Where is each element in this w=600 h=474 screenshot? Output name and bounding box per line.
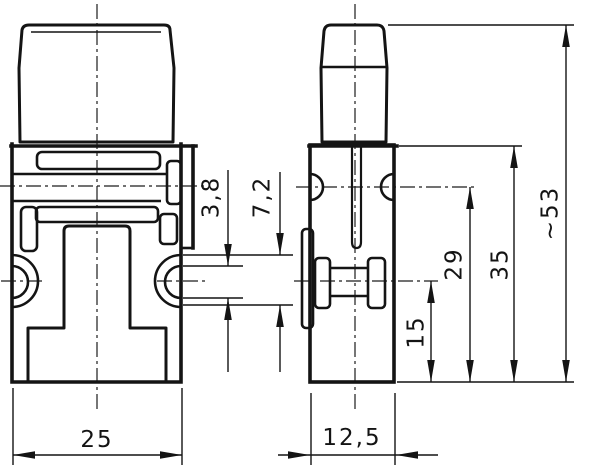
dim-notch-inner: 3,8 bbox=[199, 170, 232, 372]
front-horizontal-ribs bbox=[12, 172, 168, 203]
dim-arrow-up bbox=[276, 305, 284, 327]
side-body-outline bbox=[308, 143, 396, 384]
extension-lines-side-width bbox=[310, 393, 396, 465]
side-terminal-right-flange bbox=[366, 256, 387, 310]
dim-arrow-down bbox=[466, 360, 474, 382]
dim-arrow-up bbox=[562, 25, 570, 47]
dim-side-width: 12,5 bbox=[278, 425, 438, 459]
dim-overall-height: ~53 bbox=[538, 25, 570, 382]
dim-body-height: 35 bbox=[488, 146, 518, 382]
dim-arrow-up bbox=[224, 298, 232, 320]
dimension-annotations: 3,8 7,2 15 29 35 bbox=[12, 24, 574, 465]
side-right-notch bbox=[379, 172, 395, 202]
dim-label-side-width: 12,5 bbox=[322, 425, 381, 451]
side-left-notch bbox=[309, 172, 325, 202]
dim-label-notch-inner: 3,8 bbox=[199, 176, 225, 219]
dim-arrow-up bbox=[466, 187, 474, 209]
side-terminal-left-flange bbox=[313, 256, 332, 310]
dim-arrow-inward-left bbox=[396, 451, 418, 459]
dim-notch-outer: 7,2 bbox=[250, 172, 284, 372]
dim-arrow-up bbox=[427, 281, 435, 303]
front-right-tab-lower bbox=[158, 212, 179, 246]
dim-arrow-inward-right bbox=[288, 451, 310, 459]
side-terminal-shank bbox=[330, 266, 368, 298]
dim-label-notch-outer: 7,2 bbox=[250, 176, 276, 219]
side-center-slot bbox=[350, 146, 363, 250]
dim-arrow-right bbox=[160, 451, 182, 459]
side-knob bbox=[319, 23, 389, 144]
front-knob bbox=[17, 23, 176, 144]
dim-arrow-down bbox=[510, 360, 518, 382]
front-view bbox=[0, 4, 206, 413]
dim-arrow-down bbox=[276, 233, 284, 255]
front-body-outline bbox=[10, 142, 183, 384]
front-pedestal bbox=[26, 224, 168, 381]
dim-front-width: 25 bbox=[13, 427, 182, 459]
dim-terminal-height: 15 bbox=[404, 281, 435, 382]
dim-arrow-down bbox=[224, 244, 232, 266]
side-terminal-plate bbox=[300, 227, 315, 330]
front-left-tab bbox=[19, 205, 39, 253]
dim-arrow-up bbox=[510, 146, 518, 168]
extension-lines-front-width bbox=[12, 388, 183, 465]
dim-hole-height: 29 bbox=[442, 187, 474, 382]
dim-arrow-left bbox=[13, 451, 35, 459]
front-right-mount-notch bbox=[153, 253, 182, 309]
dim-arrow-down bbox=[427, 360, 435, 382]
dim-label-terminal-height: 15 bbox=[404, 315, 430, 348]
extension-lines-notch bbox=[183, 254, 293, 306]
dim-label-front-width: 25 bbox=[80, 427, 113, 453]
dim-label-body-height: 35 bbox=[488, 247, 514, 280]
front-right-tab-upper bbox=[165, 159, 183, 206]
dim-label-hole-height: 29 bbox=[442, 247, 468, 280]
front-left-mount-notch bbox=[11, 253, 40, 309]
side-view bbox=[294, 4, 474, 413]
front-top-slot bbox=[35, 150, 162, 171]
dim-arrow-down bbox=[562, 360, 570, 382]
dim-label-overall-height: ~53 bbox=[538, 186, 564, 241]
